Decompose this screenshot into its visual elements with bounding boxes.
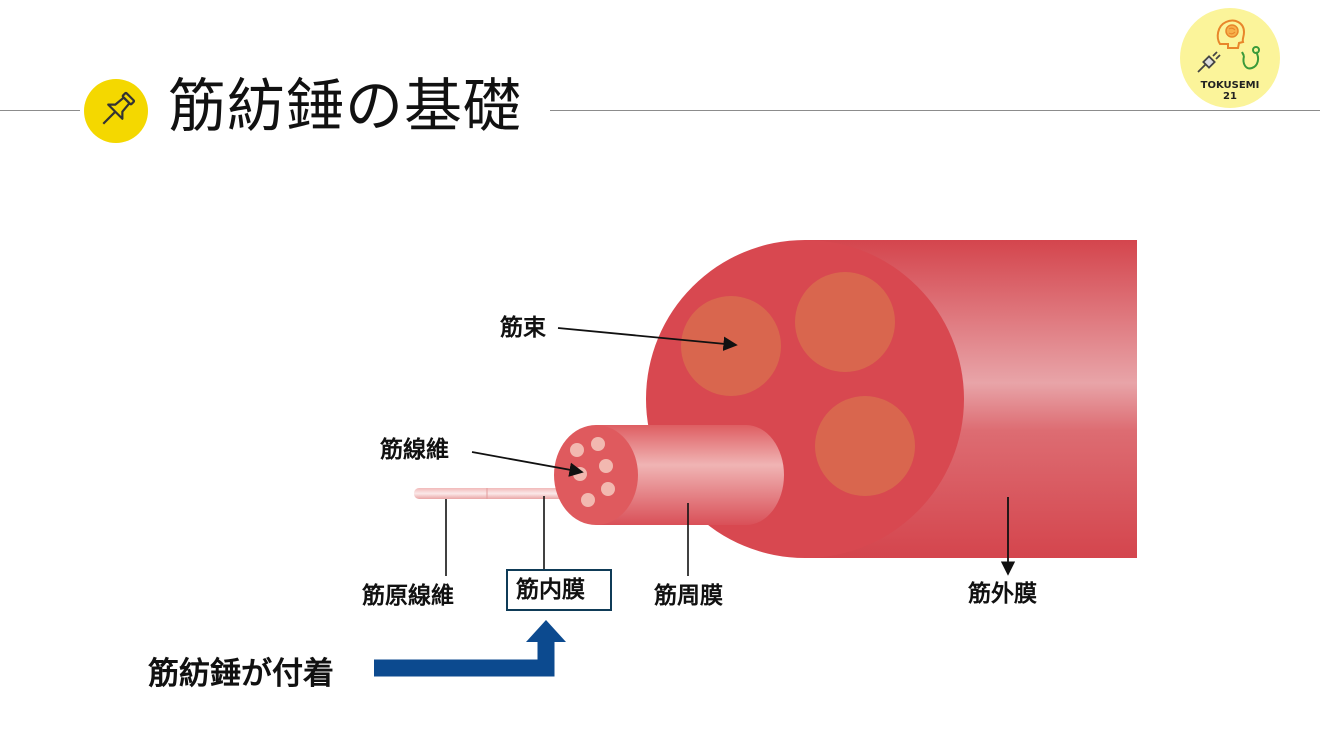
logo-line-2: 21 (1223, 91, 1237, 102)
muscle-fiber-end (708, 425, 784, 525)
label-perimysium: 筋周膜 (654, 583, 723, 609)
spindle-arrow-head (526, 620, 566, 642)
myofibril-strand (414, 488, 574, 499)
title-background (80, 70, 550, 150)
logo-text: TOKUSEMI 21 (1180, 80, 1280, 102)
tokusemi-logo: TOKUSEMI 21 (1180, 8, 1280, 108)
logo-line-1: TOKUSEMI (1200, 80, 1260, 91)
fiber-pointer (471, 451, 584, 477)
brain-plug-stethoscope-icon (1197, 19, 1260, 73)
pushpin-icon (102, 91, 136, 125)
pushpin-badge (84, 79, 148, 143)
endomysium-highlight-box (506, 569, 612, 611)
myofibril-dot (591, 437, 605, 451)
myofibril-dot (573, 467, 587, 481)
label-fascicle: 筋束 (500, 315, 546, 341)
myofibril-dot (581, 493, 595, 507)
spindle-arrow-shaft (374, 640, 555, 677)
fascicle-pointer (557, 327, 738, 351)
label-muscle-fiber: 筋線維 (380, 437, 449, 463)
title-rule (0, 110, 1320, 111)
label-endomysium: 筋内膜 (516, 577, 585, 603)
label-spindle-attach: 筋紡錘が付着 (148, 656, 334, 692)
label-myofibril: 筋原線維 (362, 583, 454, 609)
leader-lines (445, 327, 1016, 576)
fascicle (681, 296, 781, 396)
muscle-fiber (554, 425, 784, 525)
fascicle (795, 272, 895, 372)
label-epimysium: 筋外膜 (968, 581, 1037, 607)
spindle-arrow (374, 620, 566, 677)
myofibril-dot (601, 482, 615, 496)
page-title: 筋紡錘の基礎 (168, 72, 523, 140)
myofibril-dot (599, 459, 613, 473)
myofibril (414, 488, 574, 499)
fascicle (815, 396, 915, 496)
myofibril-dot (570, 443, 584, 457)
